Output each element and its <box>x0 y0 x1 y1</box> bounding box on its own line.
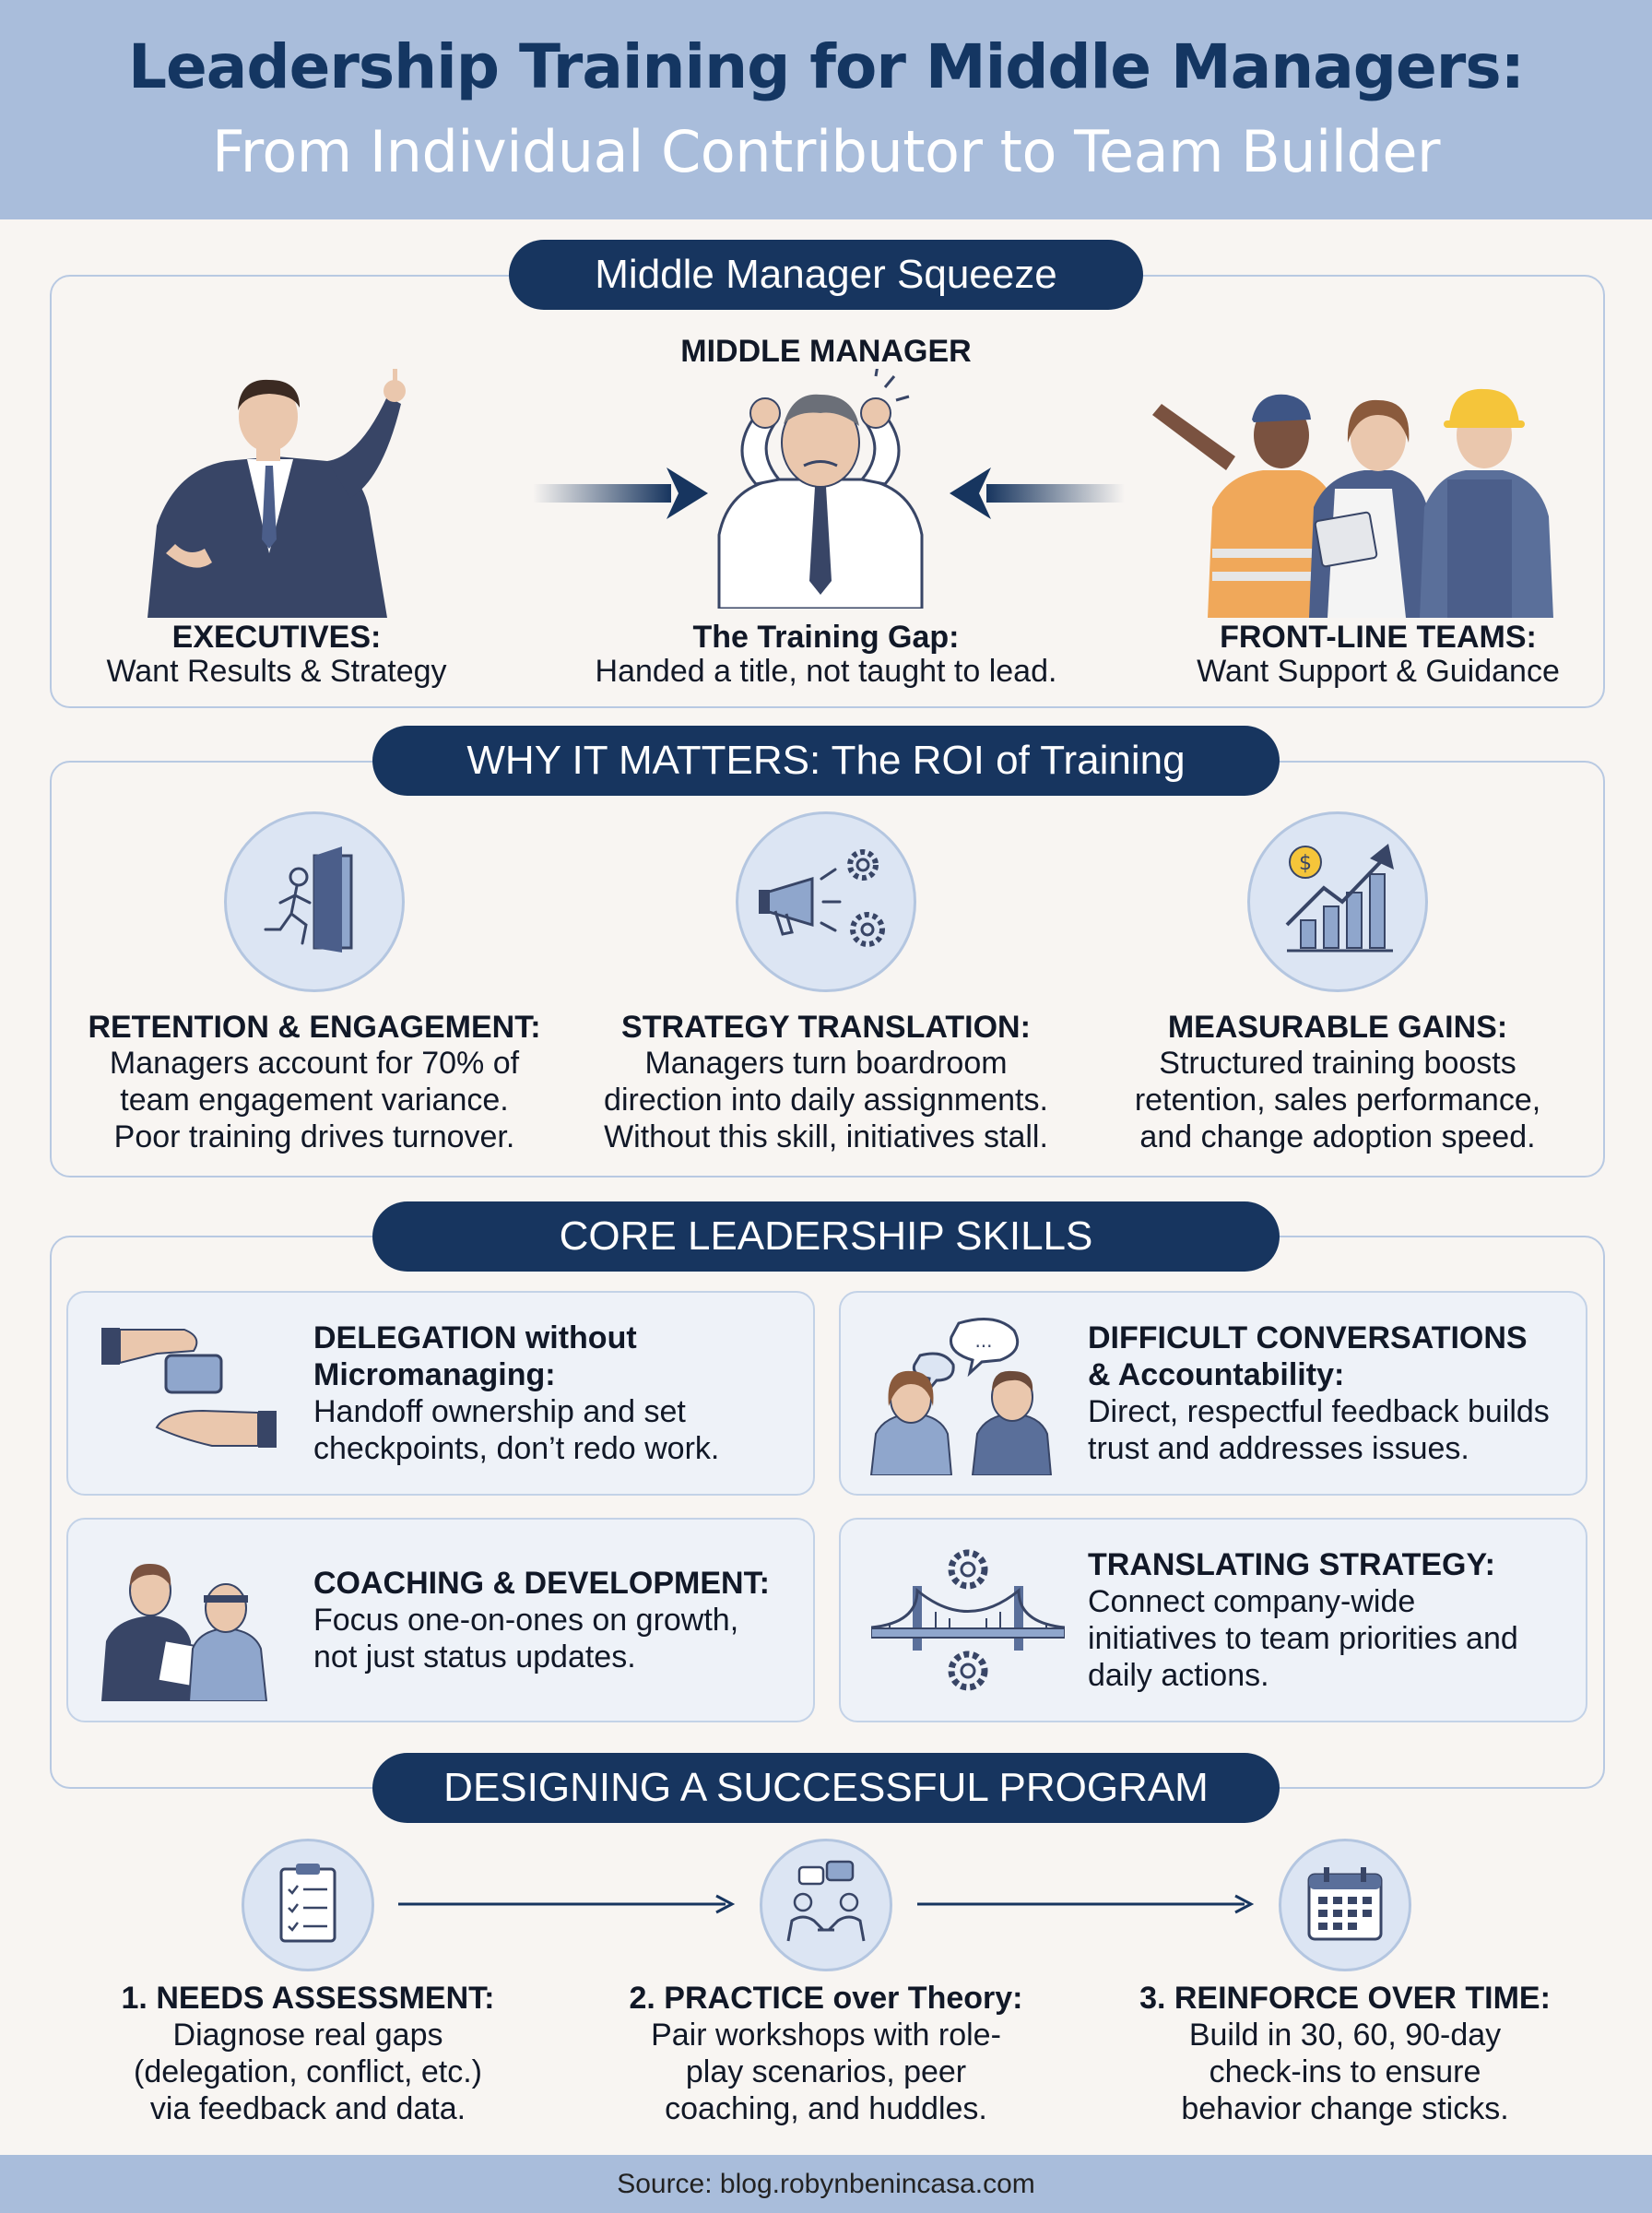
page-title: Leadership Training for Middle Managers: <box>127 31 1525 102</box>
skill-4-desc-3: daily actions. <box>1088 1658 1269 1693</box>
growth-chart-icon: $ <box>1285 844 1394 953</box>
roi-icon-circle-2 <box>736 811 916 992</box>
skill-3-desc-1: Focus one-on-ones on growth, <box>313 1603 739 1638</box>
program-step-2-title: 2. PRACTICE over Theory: <box>629 1981 1023 2016</box>
peer-coaching-icon <box>786 1860 866 1942</box>
training-gap-desc: Handed a title, not taught to lead. <box>595 654 1057 689</box>
bridge-gears-icon <box>871 1549 1065 1691</box>
roi-icon-circle-3: $ <box>1247 811 1428 992</box>
skill-1-title-2: Micromanaging: <box>313 1357 556 1392</box>
roi-line-2-2: direction into daily assignments. <box>604 1083 1048 1118</box>
roi-title-3: MEASURABLE GAINS: <box>1167 1010 1508 1045</box>
roi-title-1: RETENTION & ENGAGEMENT: <box>88 1010 541 1045</box>
program-step-2-line-3: coaching, and huddles. <box>665 2091 987 2126</box>
skill-card-difficult-conversations <box>839 1291 1587 1496</box>
skill-4-desc-2: initiatives to team priorities and <box>1088 1621 1518 1656</box>
arrow-right-icon <box>533 467 708 519</box>
coach-icon <box>101 1563 268 1701</box>
skill-4-desc-1: Connect company-wide <box>1088 1584 1416 1619</box>
training-gap-title: The Training Gap: <box>692 620 960 655</box>
skill-2-title-2: & Accountability: <box>1088 1357 1345 1392</box>
skill-3-title-1: COACHING & DEVELOPMENT: <box>313 1566 770 1601</box>
skill-2-desc-1: Direct, respectful feedback builds <box>1088 1394 1550 1429</box>
roi-line-1-1: Managers account for 70% of <box>109 1046 520 1081</box>
skill-1-desc-2: checkpoints, don’t redo work. <box>313 1431 720 1466</box>
source-footer: Source: blog.robynbenincasa.com <box>0 2155 1652 2213</box>
stressed-manager-icon <box>717 369 924 609</box>
arrow-left-icon <box>950 467 1125 519</box>
step-arrow-1-icon <box>398 1894 736 1914</box>
program-step-3-line-1: Build in 30, 60, 90-day <box>1188 2018 1502 2053</box>
program-step-2-line-1: Pair workshops with role- <box>651 2018 1001 2053</box>
handoff-icon <box>101 1328 277 1448</box>
roi-line-1-2: team engagement variance. <box>120 1083 509 1118</box>
exit-door-icon <box>264 846 353 953</box>
skill-1-desc-1: Handoff ownership and set <box>313 1394 686 1429</box>
program-step-1-line-3: via feedback and data. <box>149 2091 466 2126</box>
roi-line-3-3: and change adoption speed. <box>1139 1119 1536 1154</box>
roi-title-2: STRATEGY TRANSLATION: <box>621 1010 1031 1045</box>
program-step-1-title: 1. NEEDS ASSESSMENT: <box>121 1981 495 2016</box>
roi-line-2-3: Without this skill, initiatives stall. <box>604 1119 1048 1154</box>
page-subtitle: From Individual Contributor to Team Buil… <box>212 118 1440 185</box>
front-line-title: FRONT-LINE TEAMS: <box>1220 620 1537 655</box>
squeeze-heading: Middle Manager Squeeze <box>509 240 1143 310</box>
skill-2-title-1: DIFFICULT CONVERSATIONS <box>1088 1320 1528 1355</box>
executives-desc: Want Results & Strategy <box>106 654 447 689</box>
program-icon-circle-1 <box>242 1839 374 1971</box>
skill-1-title-1: DELEGATION without <box>313 1320 637 1355</box>
checklist-icon <box>279 1864 336 1943</box>
program-step-1-line-1: Diagnose real gaps <box>172 2018 443 2053</box>
program-step-3-line-2: check-ins to ensure <box>1209 2054 1481 2089</box>
middle-manager-label: MIDDLE MANAGER <box>680 334 972 369</box>
calendar-icon <box>1307 1867 1383 1941</box>
program-icon-circle-3 <box>1279 1839 1411 1971</box>
program-step-1-line-2: (delegation, conflict, etc.) <box>134 2054 482 2089</box>
conversation-icon: ... <box>869 1318 1053 1475</box>
skill-4-title-1: TRANSLATING STRATEGY: <box>1088 1547 1495 1582</box>
executives-title: EXECUTIVES: <box>171 620 382 655</box>
roi-line-2-1: Managers turn boardroom <box>644 1046 1008 1081</box>
program-step-3-title: 3. REINFORCE OVER TIME: <box>1139 1981 1551 2016</box>
svg-text:...: ... <box>974 1330 992 1352</box>
program-step-2-line-2: play scenarios, peer <box>685 2054 967 2089</box>
step-arrow-2-icon <box>917 1894 1255 1914</box>
front-line-desc: Want Support & Guidance <box>1197 654 1560 689</box>
executive-figure-icon <box>148 369 406 618</box>
header-banner <box>0 0 1652 219</box>
program-heading: DESIGNING A SUCCESSFUL PROGRAM <box>372 1753 1280 1823</box>
front-line-team-icon <box>1152 388 1553 618</box>
roi-icon-circle-1 <box>224 811 405 992</box>
svg-text:$: $ <box>1299 852 1312 875</box>
megaphone-gears-icon <box>759 849 885 947</box>
program-step-3-line-3: behavior change sticks. <box>1181 2091 1509 2126</box>
roi-heading: WHY IT MATTERS: The ROI of Training <box>372 726 1280 796</box>
program-icon-circle-2 <box>760 1839 892 1971</box>
roi-line-3-2: retention, sales performance, <box>1134 1083 1541 1118</box>
skill-3-desc-2: not just status updates. <box>313 1639 636 1675</box>
roi-line-1-3: Poor training drives turnover. <box>113 1119 515 1154</box>
skills-heading: CORE LEADERSHIP SKILLS <box>372 1201 1280 1272</box>
skill-2-desc-2: trust and addresses issues. <box>1088 1431 1469 1466</box>
roi-line-3-1: Structured training boosts <box>1159 1046 1516 1081</box>
